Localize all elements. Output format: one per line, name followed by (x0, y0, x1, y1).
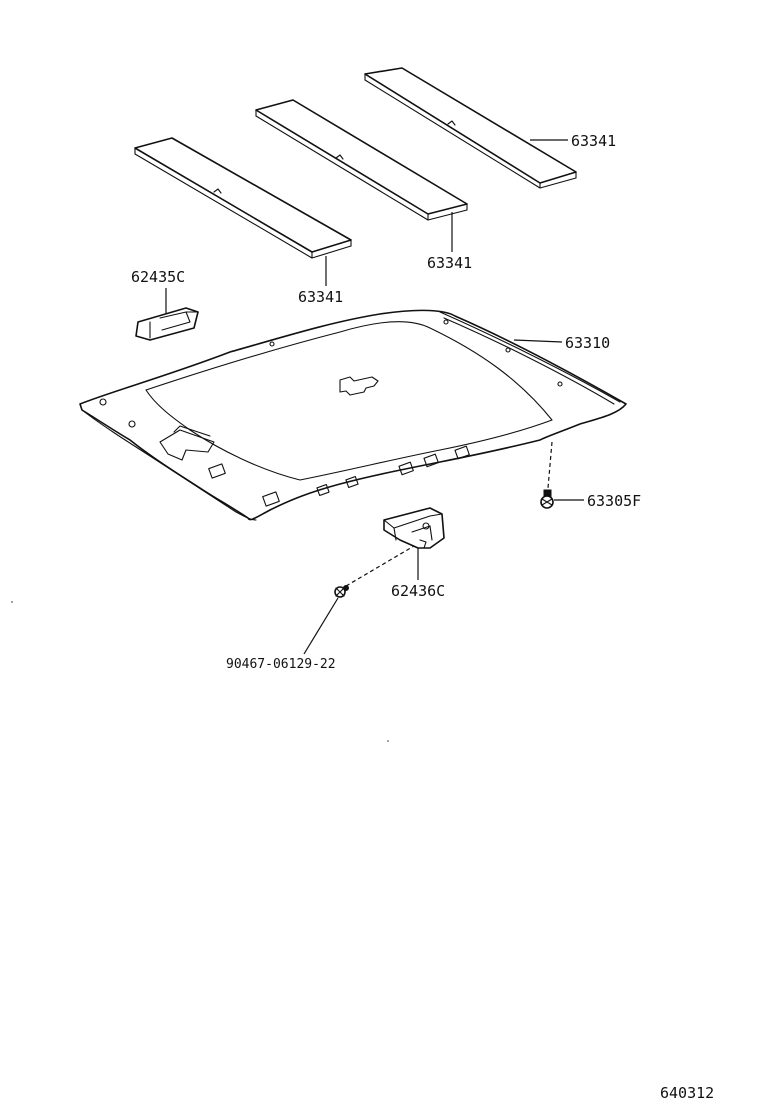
sunvisor-holder-bracket-rear[interactable] (383, 507, 445, 549)
leader-headliner (513, 339, 563, 343)
label-clip: 63305F (587, 492, 641, 510)
clip-part[interactable] (540, 489, 554, 509)
speck (11, 601, 13, 603)
roof-pad-right[interactable] (364, 67, 577, 189)
label-bracket-front: 62435C (131, 268, 185, 286)
roof-pad-left[interactable] (134, 137, 352, 259)
leader-screw (303, 597, 339, 655)
label-pad-right: 63341 (571, 132, 616, 150)
screw-part[interactable] (334, 585, 349, 598)
dashed-line-screw (345, 545, 415, 587)
sunvisor-holder-bracket-front[interactable] (135, 307, 199, 341)
roof-pad-middle[interactable] (255, 99, 468, 221)
figure-code: 640312 (660, 1084, 714, 1102)
label-screw: 90467-06129-22 (226, 657, 336, 672)
label-pad-middle: 63341 (427, 254, 472, 272)
label-headliner: 63310 (565, 334, 610, 352)
dashed-line-clip (547, 441, 553, 489)
label-bracket-rear: 62436C (391, 582, 445, 600)
speck (387, 740, 389, 742)
roof-headliner[interactable] (79, 309, 627, 521)
label-pad-left: 63341 (298, 288, 343, 306)
